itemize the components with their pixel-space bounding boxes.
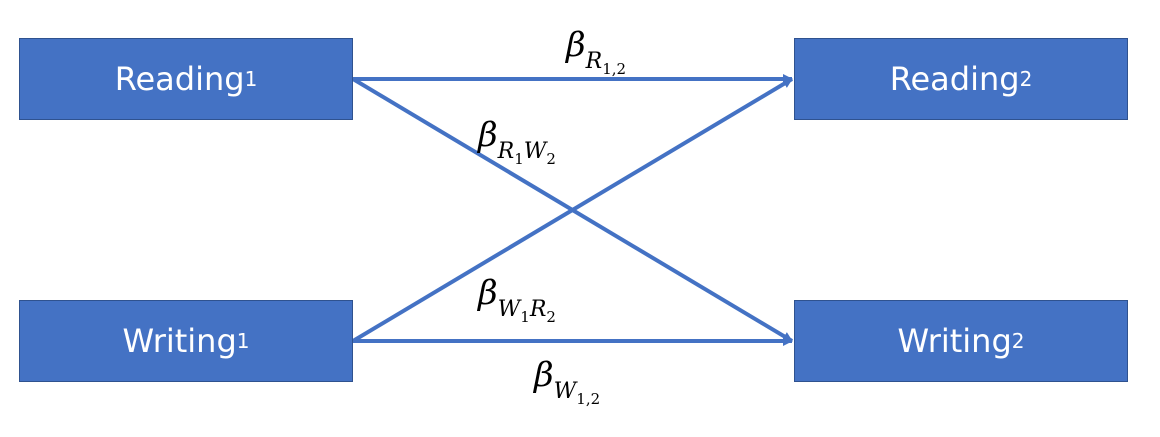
box-label: Writing <box>897 322 1012 360</box>
beta-symbol: β <box>534 355 554 395</box>
coefficient-subscript-2: R <box>529 297 547 322</box>
coefficient-subscript: R <box>497 139 515 164</box>
box-index: 1 <box>244 67 258 91</box>
coefficient-subsubscript-2: 2 <box>546 150 556 168</box>
box-label: Reading <box>889 60 1020 98</box>
beta-symbol: β <box>566 25 586 65</box>
coefficient-subscript-2: W <box>523 139 547 164</box>
coefficient-subsubscript: 1,2 <box>576 390 601 408</box>
coefficient-subscript: W <box>497 297 521 322</box>
coefficient-label-r1w2: βR1W2 <box>478 115 556 167</box>
coefficient-subsubscript: 1 <box>514 150 524 168</box>
box-index: 2 <box>1011 329 1025 353</box>
coefficient-label-w1r2: βW1R2 <box>478 273 556 325</box>
coefficient-label-w12: βW1,2 <box>534 355 600 407</box>
box-index: 2 <box>1019 67 1033 91</box>
coefficient-subsubscript: 1 <box>520 308 530 326</box>
beta-symbol: β <box>478 273 498 313</box>
arrow-writing1-to-reading2 <box>351 77 794 343</box>
box-index: 1 <box>236 329 250 353</box>
coefficient-label-r12: βR1,2 <box>566 25 626 77</box>
coefficient-subscript: W <box>553 379 577 404</box>
coefficient-subsubscript: 1,2 <box>602 60 627 78</box>
box-label: Reading <box>114 60 245 98</box>
coefficient-subscript: R <box>585 49 603 74</box>
box-label: Writing <box>122 322 237 360</box>
beta-symbol: β <box>478 115 498 155</box>
coefficient-subsubscript-2: 2 <box>546 308 556 326</box>
